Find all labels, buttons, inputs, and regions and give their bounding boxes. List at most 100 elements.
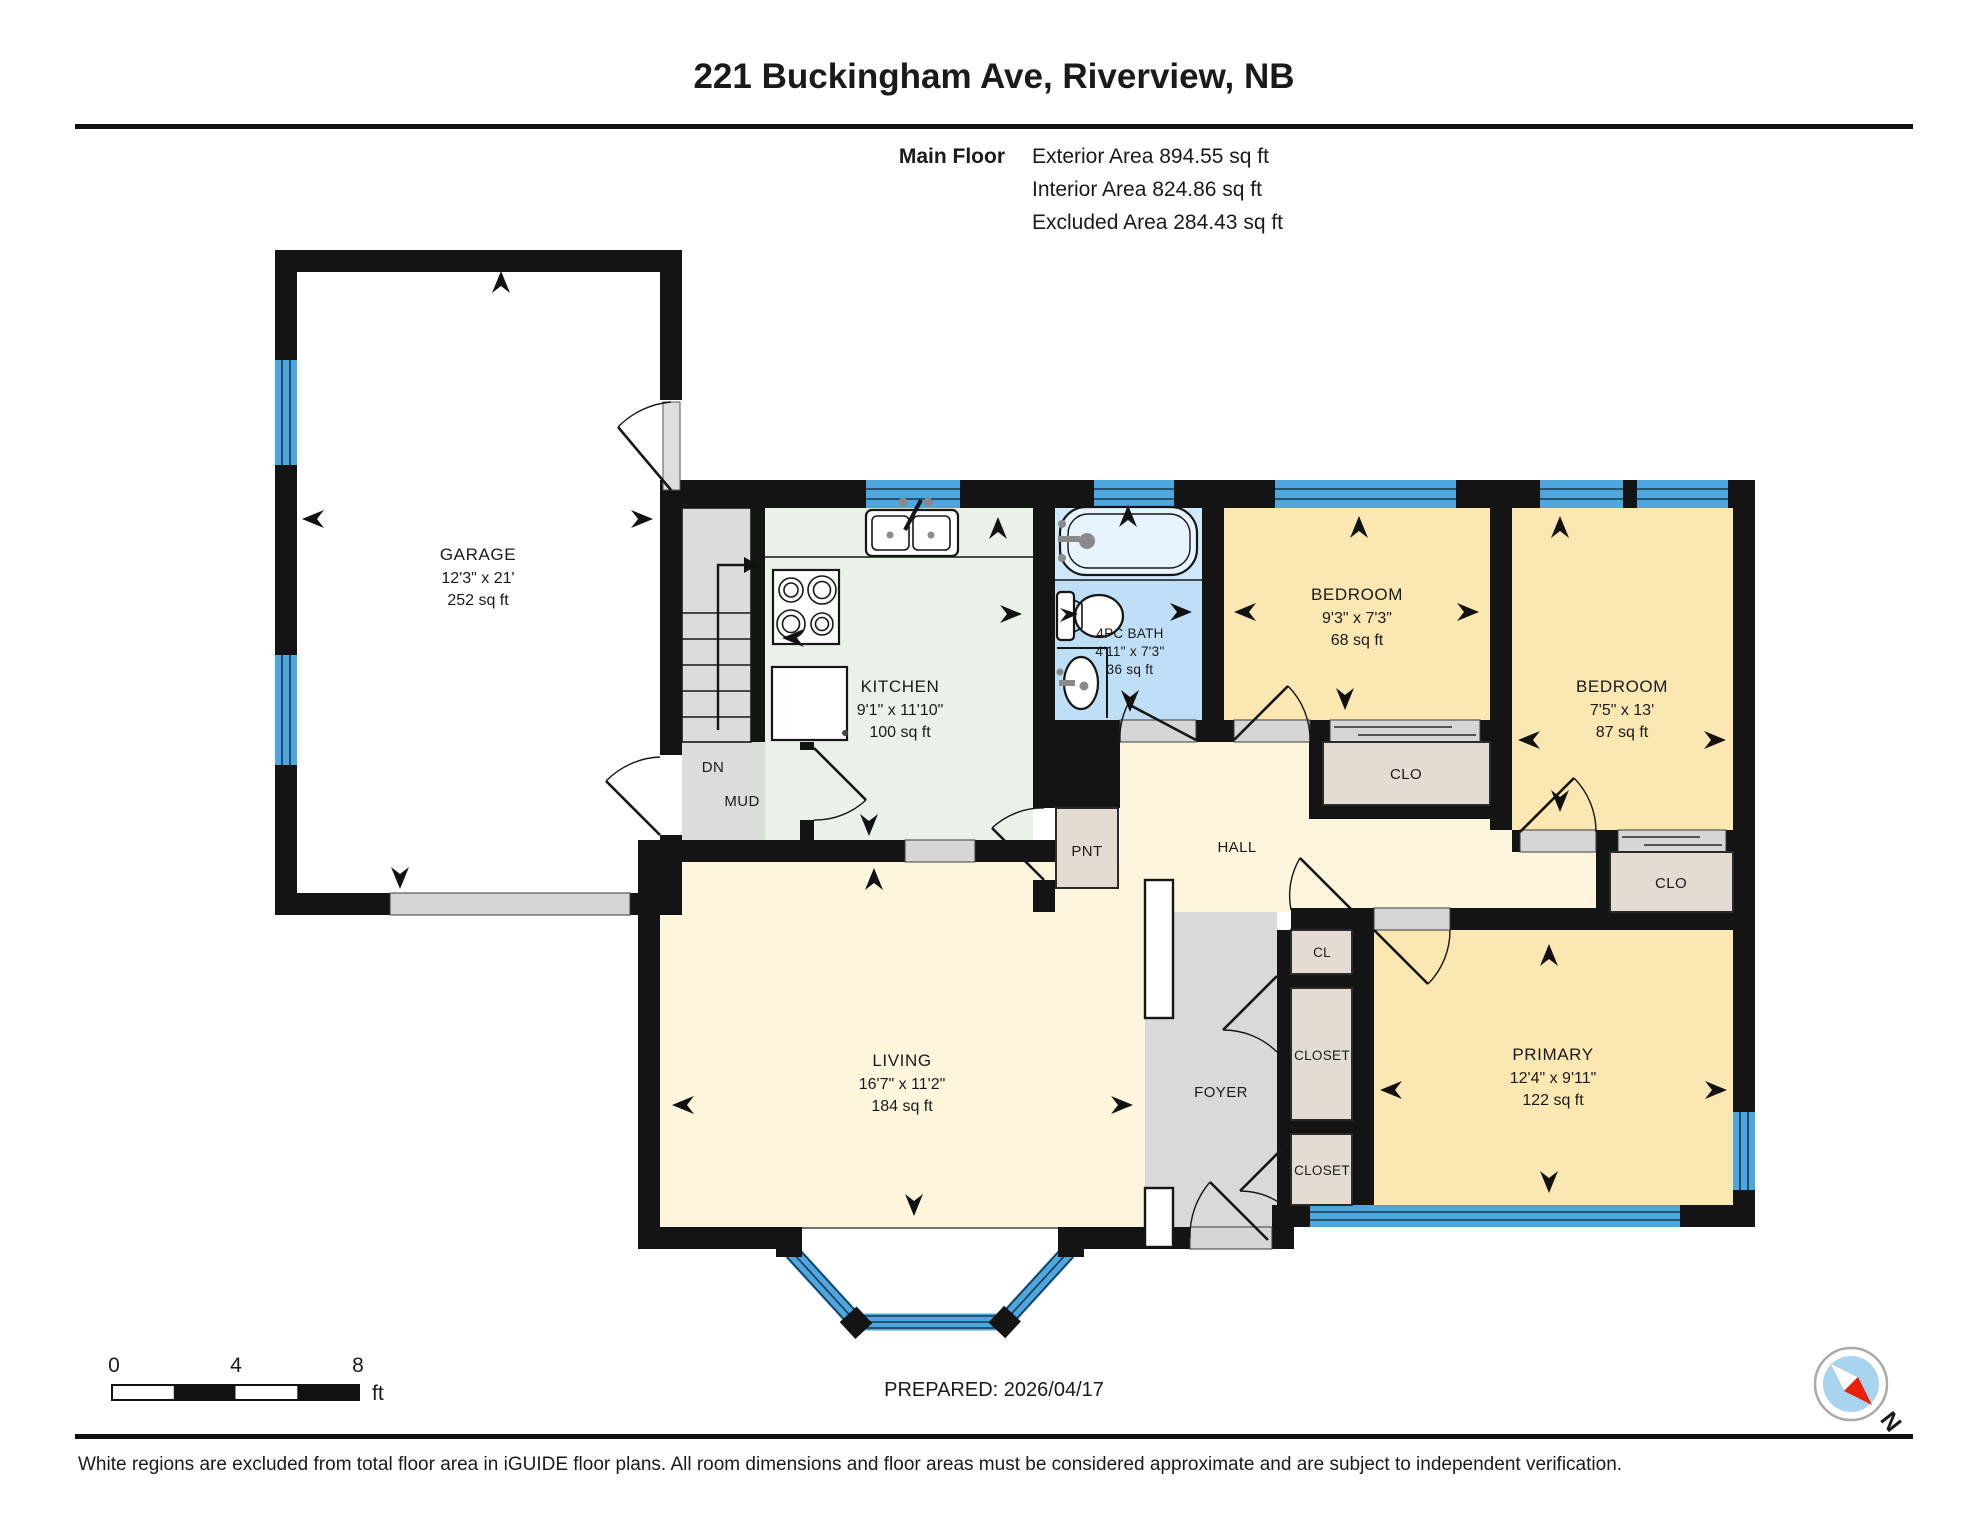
svg-text:BEDROOM: BEDROOM [1576,677,1668,696]
windows [275,360,1755,1227]
scale-unit: ft [372,1382,384,1405]
svg-text:122 sq ft: 122 sq ft [1522,1092,1584,1109]
mud-label: MUD [724,793,759,810]
bedroom1-floor [1224,508,1490,720]
garage-door-opening [389,892,631,916]
compass-north-label: N [1875,1407,1907,1437]
bedroom1-window [1275,480,1456,508]
hall-floor-c [1512,852,1610,912]
stairs-floor [682,508,751,742]
primary-label: PRIMARY 12'4" x 9'11" 122 sq ft [1510,1045,1597,1109]
disclaimer-text: White regions are excluded from total fl… [78,1454,1622,1475]
dn-label: DN [702,759,724,776]
page-title: 221 Buckingham Ave, Riverview, NB [693,57,1294,96]
svg-text:BEDROOM: BEDROOM [1311,585,1403,604]
living-foyer-column-2 [1143,1186,1175,1249]
living-foyer-column-1 [1143,878,1175,1020]
closet-b-label: CLOSET [1294,1163,1350,1178]
bedroom2-floor [1512,508,1733,830]
pantry-box [1055,807,1119,889]
stairs-direction-arrow [716,563,744,730]
foyer-label: FOYER [1194,1084,1248,1101]
compass-needle-north [1844,1377,1872,1405]
bath-sink [1056,647,1108,718]
stairs [681,507,758,743]
clo-a-box [1322,741,1491,806]
exterior-area: Exterior Area 894.55 sq ft [1032,145,1269,168]
svg-text:9'3" x 7'3": 9'3" x 7'3" [1322,610,1392,627]
cl-label: CL [1313,945,1331,960]
interior-area: Interior Area 824.86 sq ft [1032,178,1262,201]
kitchen-label: KITCHEN 9'1" x 11'10" 100 sq ft [857,677,944,741]
svg-text:LIVING: LIVING [872,1051,931,1070]
living-floor [660,862,1145,1227]
header: 221 Buckingham Ave, Riverview, NB Main F… [75,57,1913,234]
clo-b-label: CLO [1655,875,1687,892]
compass: N [1813,1346,1907,1437]
svg-text:16'7" x 11'2": 16'7" x 11'2" [859,1076,946,1093]
kitchen-appliance [770,665,849,742]
cl-door [1288,857,1353,911]
garage-label: GARAGE 12'3" x 21' 252 sq ft [440,545,516,609]
clo-a-label: CLO [1390,766,1422,783]
svg-text:68 sq ft: 68 sq ft [1331,632,1384,649]
excluded-area: Excluded Area 284.43 sq ft [1032,211,1283,234]
dimension-arrows [302,271,1727,1216]
bedroom2-door [1519,777,1597,853]
bedroom1-door [1233,685,1311,743]
entry-door [1189,1181,1273,1250]
garage-floor [297,272,660,893]
living-label: LIVING 16'7" x 11'2" 184 sq ft [859,1051,946,1115]
toilet [1055,590,1125,642]
bath-door [1119,702,1197,743]
svg-text:7'5" x 13': 7'5" x 13' [1590,702,1654,719]
bedroom2-window [1540,480,1728,508]
svg-text:PRIMARY: PRIMARY [1512,1045,1593,1064]
primary-side-window [1733,1112,1755,1190]
kitchen-living-opening [904,839,976,863]
pantry-door [991,807,1045,881]
closet-b-box [1290,1133,1353,1206]
svg-text:12'3" x 21': 12'3" x 21' [441,570,514,587]
bedroom1-label: BEDROOM 9'3" x 7'3" 68 sq ft [1311,585,1403,649]
pantry-label: PNT [1071,843,1102,860]
closet-a-box [1290,987,1353,1121]
scale-tick-8: 8 [352,1354,364,1377]
closet-a-door [1222,975,1278,1053]
svg-text:36 sq ft: 36 sq ft [1107,662,1154,677]
primary-door [1373,907,1451,985]
mud-kitchen-door [813,747,867,821]
bedroom2-label: BEDROOM 7'5" x 13' 87 sq ft [1576,677,1668,741]
bay-window [776,1227,1084,1339]
room-labels: GARAGE 12'3" x 21' 252 sq ft KITCHEN 9'1… [440,545,1687,1178]
hall-label: HALL [1217,839,1256,856]
kitchen-window [866,480,960,508]
kitchen-sink [864,497,960,558]
floor-label: Main Floor [899,145,1005,168]
bedroom2-closet-slider [1617,829,1727,853]
doors [389,401,1727,1250]
stove [771,568,841,646]
svg-text:GARAGE: GARAGE [440,545,516,564]
bath-label: 4PC BATH 4'11" x 7'3" 36 sq ft [1095,626,1164,677]
bath-window [1094,480,1174,508]
svg-text:4'11" x 7'3": 4'11" x 7'3" [1095,644,1164,659]
svg-text:4PC BATH: 4PC BATH [1096,626,1163,641]
scale-tick-4: 4 [230,1354,242,1377]
garage-window-2 [275,655,297,765]
bedroom1-closet-slider [1329,719,1481,743]
svg-text:KITCHEN: KITCHEN [861,677,940,696]
scale-tick-0: 0 [108,1354,120,1377]
header-divider [75,124,1913,129]
primary-floor [1374,930,1733,1205]
scale-bar: 0 4 8 ft [108,1354,384,1405]
hall-floor-b [1309,819,1512,912]
garage-side-door [617,401,681,491]
svg-text:100 sq ft: 100 sq ft [869,724,931,741]
cl-box [1290,929,1353,975]
svg-text:12'4" x 9'11": 12'4" x 9'11" [1510,1070,1597,1087]
primary-bottom-window [1310,1205,1680,1227]
clo-b-box [1609,851,1734,913]
footer-divider [75,1434,1913,1439]
